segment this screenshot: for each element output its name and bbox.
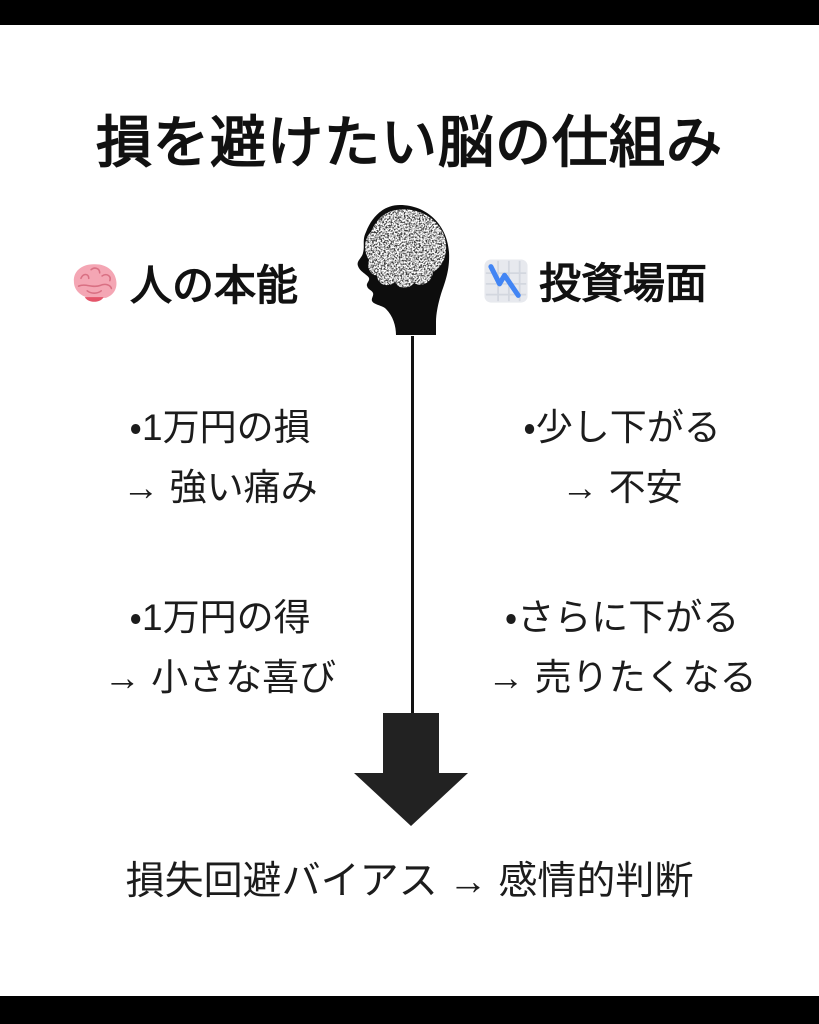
right-item-2: ・さらに下がる → 売りたくなる bbox=[432, 588, 812, 708]
connector-line bbox=[411, 336, 414, 716]
top-letterbox-bar bbox=[0, 0, 819, 25]
left-column-header: 人の本能 bbox=[70, 252, 298, 313]
left-header-label: 人の本能 bbox=[130, 262, 299, 309]
item-line: → 売りたくなる bbox=[487, 657, 757, 698]
right-item-1: ・少し下がる → 不安 bbox=[432, 398, 812, 518]
item-line: → 小さな喜び bbox=[103, 657, 337, 698]
left-item-1: ・1万円の損 → 強い痛み bbox=[30, 398, 410, 518]
head-silhouette-icon bbox=[346, 202, 456, 337]
right-header-label: 投資場面 bbox=[539, 260, 708, 307]
item-line: ・さらに下がる bbox=[504, 597, 740, 638]
chart-decreasing-icon bbox=[483, 258, 529, 304]
item-line: → 強い痛み bbox=[122, 467, 318, 508]
item-line: ・少し下がる bbox=[523, 407, 721, 448]
down-arrow-icon bbox=[354, 713, 468, 827]
right-column-header: 投資場面 bbox=[483, 250, 707, 311]
item-line: → 不安 bbox=[561, 467, 683, 508]
item-line: ・1万円の得 bbox=[129, 597, 311, 638]
bottom-letterbox-bar bbox=[0, 996, 819, 1024]
page-title: 損を避けたい脳の仕組み bbox=[96, 111, 723, 174]
left-item-2: ・1万円の得 → 小さな喜び bbox=[30, 588, 410, 708]
item-line: ・1万円の損 bbox=[129, 407, 311, 448]
brain-icon bbox=[70, 261, 120, 305]
conclusion-caption: 損失回避バイアス → 感情的判断 bbox=[125, 860, 694, 903]
